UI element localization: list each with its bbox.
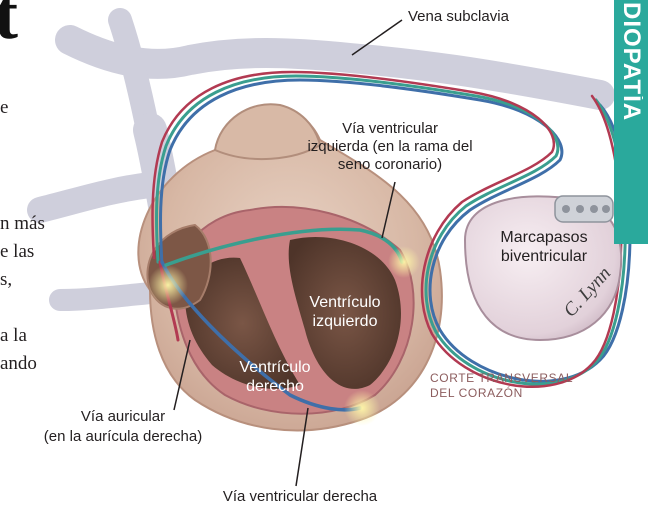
body-text-line: e las <box>0 240 34 264</box>
big-letter-fragment: t <box>0 0 18 50</box>
label-via-ventricular-izquierda-1: Vía ventricular <box>290 120 490 138</box>
label-ventriculo-izquierdo-1: Ventrículo <box>290 293 400 312</box>
body-text-line: s, <box>0 268 12 292</box>
electrode-glow-rv <box>344 390 380 426</box>
body-text-line: a la <box>0 324 27 348</box>
electrode-glow-lv <box>388 246 420 278</box>
label-vena-subclavia: Vena subclavia <box>408 8 509 26</box>
label-via-ventricular-izquierda-2: izquierda (en la rama del <box>290 138 490 156</box>
electrode-glow-atrial <box>148 265 188 305</box>
body-text-line: n más <box>0 212 45 236</box>
label-corte-1: CORTE TRANSVERSAL <box>430 371 573 385</box>
label-via-ventricular-derecha: Vía ventricular derecha <box>180 488 420 506</box>
label-via-ventricular-izquierda-3: seno coronario) <box>290 156 490 174</box>
label-ventriculo-izquierdo-2: izquierdo <box>290 312 400 331</box>
label-corte-2: DEL CORAZÓN <box>430 386 523 400</box>
label-marcapasos-2: biventricular <box>476 247 612 266</box>
section-tab-label: DIOPATÍA <box>619 2 643 242</box>
label-ventriculo-derecho-1: Ventrículo <box>222 358 328 377</box>
body-text-line: ando <box>0 352 37 376</box>
body-text-line: e <box>0 96 8 120</box>
label-via-auricular-1: Vía auricular <box>28 408 218 426</box>
label-via-auricular-2: (en la aurícula derecha) <box>28 428 218 446</box>
label-ventriculo-derecho-2: derecho <box>222 377 328 396</box>
label-marcapasos-1: Marcapasos <box>476 228 612 247</box>
